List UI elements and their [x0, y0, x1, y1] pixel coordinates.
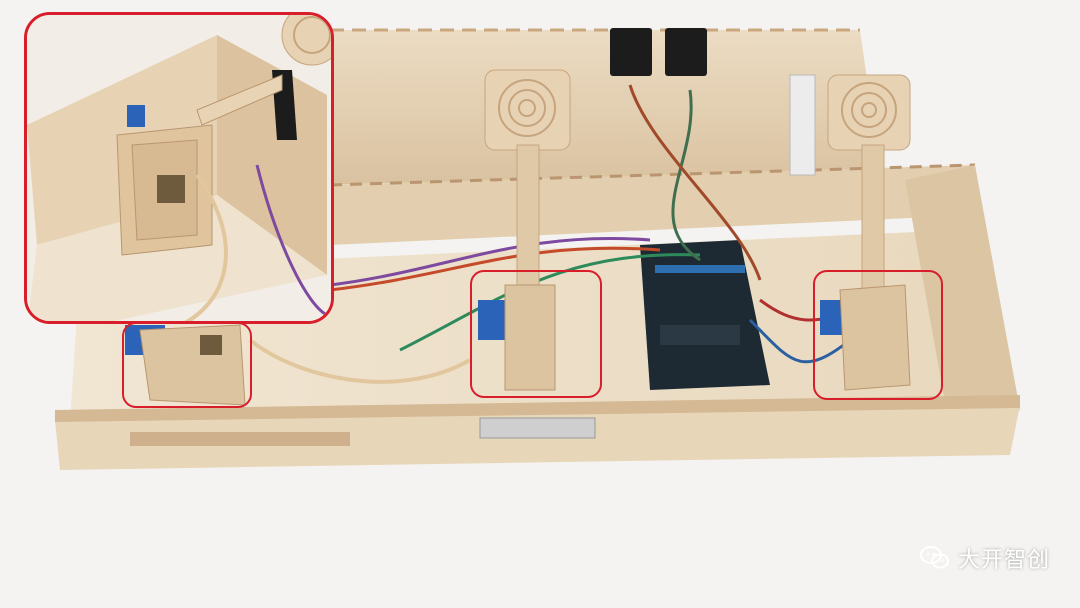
arduino-board: [640, 240, 770, 390]
inset-scene: [27, 15, 331, 321]
highlight-box-middle: [470, 270, 602, 398]
box-front-wall: [55, 395, 1020, 470]
box-back-wall: [329, 163, 976, 245]
box-right-wall: [905, 165, 1020, 430]
highlight-box-right: [813, 270, 943, 400]
sensor-modules: [610, 28, 707, 76]
servo-mount-middle: [478, 284, 556, 391]
servo-mount-left: [125, 324, 246, 406]
highlight-box-left: [122, 322, 252, 408]
servo-mount-right: [820, 284, 911, 391]
zoom-inset: [24, 12, 334, 324]
watermark: 大开智创: [919, 542, 1050, 574]
watermark-text: 大开智创: [957, 548, 1050, 573]
wechat-icon: [919, 546, 949, 569]
slider-rail: [789, 74, 816, 176]
